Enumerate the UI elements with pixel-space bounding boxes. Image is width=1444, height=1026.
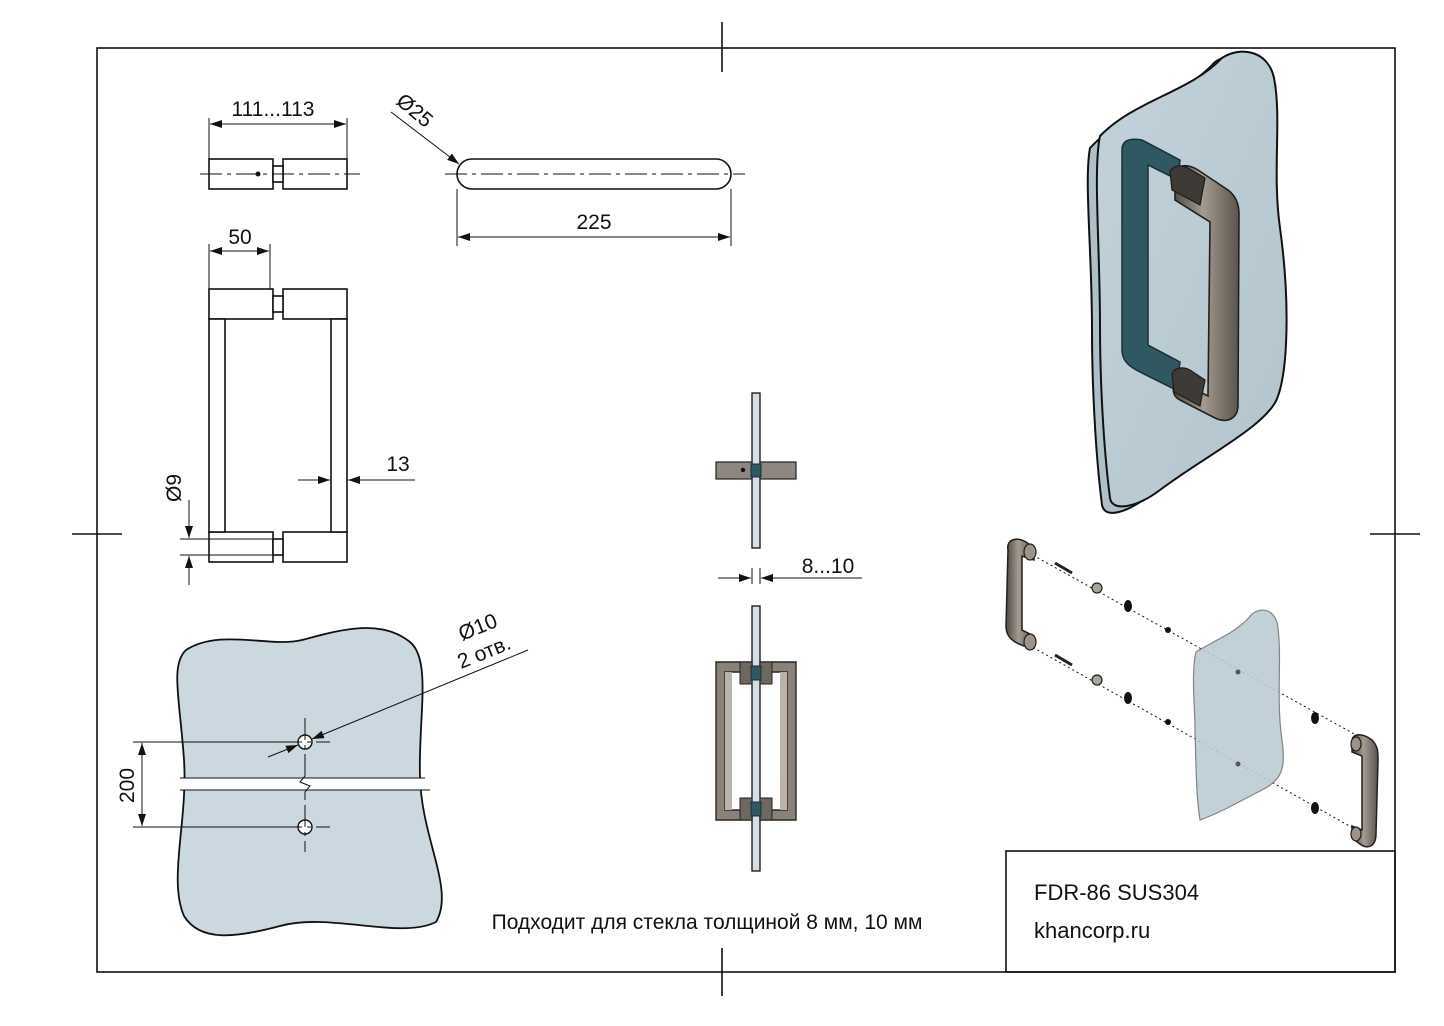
glass-hole-layout: 200 Ø10 2 отв. [116, 609, 529, 937]
title-block: FDR-86 SUS304 khancorp.ru [1005, 850, 1396, 973]
dim-glass-thickness: 8...10 [802, 555, 855, 578]
dim-wall-offset: 13 [386, 453, 409, 476]
top-view-mount: 111...113 [200, 98, 360, 190]
side-view-handle [715, 605, 797, 872]
front-view-handle: 50 13 Ø9 [163, 226, 415, 585]
model-name: FDR-86 SUS304 [1034, 880, 1199, 905]
drawing-frame [72, 22, 1420, 996]
dim-mount-distance: 111...113 [232, 98, 315, 121]
glass-thickness-dim: 8...10 [718, 555, 862, 584]
website: khancorp.ru [1034, 918, 1150, 943]
dim-leg-width: 50 [228, 226, 251, 249]
top-view-bar: Ø25 225 [390, 89, 745, 246]
dim-hole-spacing: 200 [116, 768, 139, 803]
iso-view-assembled [1086, 50, 1288, 514]
dim-bar-diameter: Ø25 [392, 89, 437, 132]
glass-compatibility-note: Подходит для стекла толщиной 8 мм, 10 мм [492, 911, 923, 934]
dim-bar-length: 225 [576, 211, 611, 234]
iso-view-exploded [1005, 538, 1379, 848]
dim-tube-diameter: Ø9 [163, 474, 186, 502]
side-view-small [715, 392, 797, 549]
